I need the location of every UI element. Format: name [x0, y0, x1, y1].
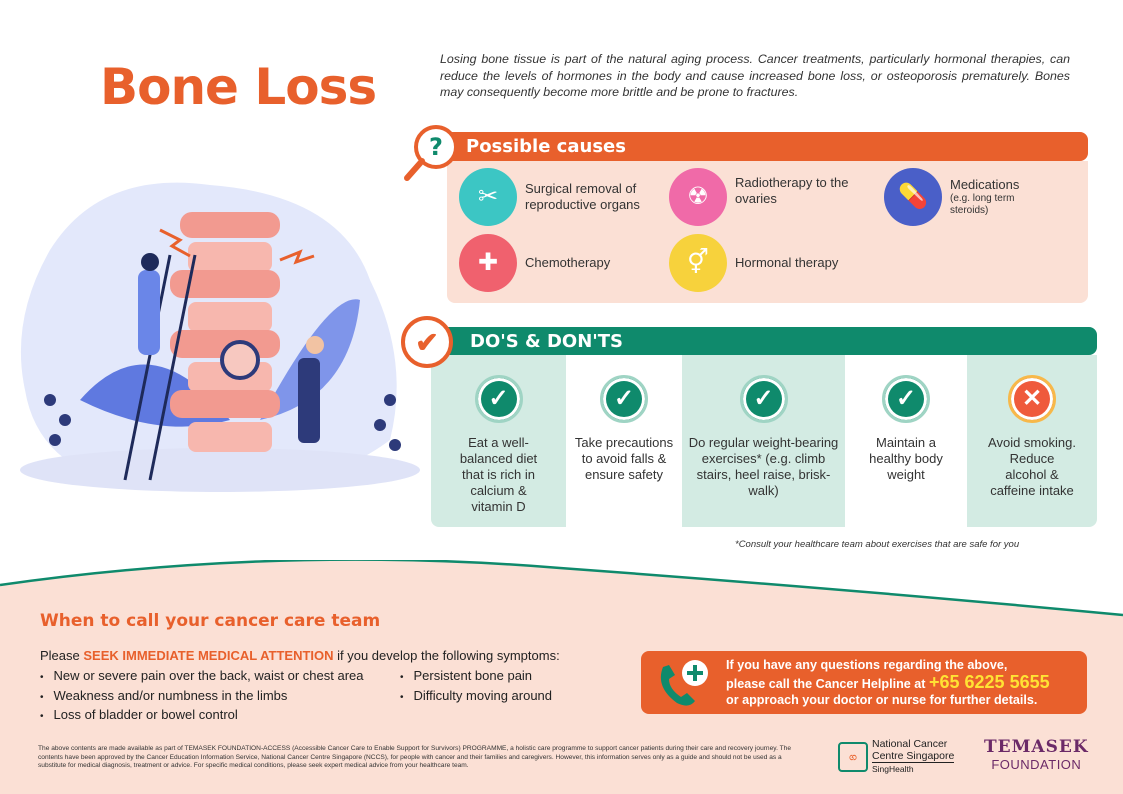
symptom-item: Weakness and/or numbness in the limbs — [40, 687, 364, 707]
wave-divider — [0, 560, 1123, 794]
iv-bag-icon: ✚ — [459, 234, 517, 292]
dos-donts-header: DO'S & DON'TS — [430, 327, 1097, 355]
helpline-callout: If you have any questions regarding the … — [641, 651, 1087, 714]
ncc-line2: Centre Singapore — [872, 750, 955, 763]
intro-emphasis: SEEK IMMEDIATE MEDICAL ATTENTION — [83, 648, 334, 663]
do-label: Take precautions to avoid falls & ensure… — [574, 435, 674, 482]
svg-text:?: ? — [429, 133, 443, 161]
spine-illustration — [20, 182, 420, 492]
tf-line1: TEMASEK — [984, 737, 1089, 757]
ncc-line3: SingHealth — [872, 764, 914, 774]
possible-causes-title: Possible causes — [466, 136, 626, 157]
cause-surgical-removal: ✂ Surgical removal of reproductive organs — [459, 168, 660, 226]
do-item: ✓ Eat a well-balanced diet that is rich i… — [431, 355, 566, 527]
check-icon: ✓ — [882, 375, 930, 423]
question-magnifier-icon: ? — [404, 125, 458, 181]
intro-pre: Please — [40, 648, 84, 663]
when-intro: Please SEEK IMMEDIATE MEDICAL ATTENTION … — [40, 648, 560, 663]
callout-line3: or approach your doctor or nurse for fur… — [726, 693, 1038, 707]
possible-causes-panel: ✂ Surgical removal of reproductive organs… — [447, 161, 1088, 303]
do-item: ✓ Maintain a healthy body weight — [845, 355, 967, 527]
when-to-call-heading: When to call your cancer care team — [40, 611, 381, 631]
symptom-item: Persistent bone pain — [400, 667, 552, 687]
symptom-item: Difficulty moving around — [400, 687, 553, 707]
dont-item: ✕ Avoid smoking. Reduce alcohol & caffein… — [967, 355, 1097, 527]
ncc-line1: National Cancer — [872, 738, 948, 750]
do-item: ✓ Take precautions to avoid falls & ensur… — [566, 355, 682, 527]
symptom-item: New or severe pain over the back, waist … — [40, 667, 364, 687]
phone-plus-icon — [660, 660, 708, 706]
do-label: Maintain a healthy body weight — [869, 435, 943, 482]
do-label: Eat a well-balanced diet that is rich in… — [459, 435, 538, 514]
hormone-vials-icon: ⚥ — [669, 234, 727, 292]
callout-line2: please call the Cancer Helpline at — [726, 676, 929, 691]
check-icon: ✓ — [600, 375, 648, 423]
do-label: Do regular weight-bearing exercises* (e.… — [688, 435, 839, 498]
possible-causes-header: Possible causes — [440, 132, 1088, 161]
vertebrae — [170, 212, 280, 452]
cause-label: Medications — [950, 177, 1020, 192]
dont-label: Avoid smoking. Reduce alcohol & caffeine… — [988, 435, 1076, 498]
cause-label: Surgical removal of reproductive organs — [525, 181, 640, 212]
intro-post: if you develop the following symptoms: — [333, 648, 560, 663]
cause-note: (e.g. long term steroids) — [950, 193, 1015, 216]
intro-text: Losing bone tissue is part of the natura… — [440, 52, 1070, 99]
pills-icon: 💊 — [884, 168, 942, 226]
symptoms-list-right: Persistent bone painDifficulty moving ar… — [400, 667, 553, 707]
checkmark-badge-icon: ✔ — [401, 316, 453, 368]
cause-label: Hormonal therapy — [735, 255, 839, 270]
radiation-icon: ☢ — [669, 168, 727, 226]
cause-hormonal-therapy: ⚥ Hormonal therapy — [669, 234, 838, 292]
surgical-tools-icon: ✂ — [459, 168, 517, 226]
nccs-logo-mark-icon: ග — [838, 741, 868, 772]
disclaimer: The above contents are made available as… — [38, 745, 791, 770]
cross-icon: ✕ — [1008, 375, 1056, 423]
check-icon: ✓ — [474, 375, 523, 423]
check-icon: ✓ — [739, 375, 788, 423]
page-title: Bone Loss — [100, 58, 377, 116]
cause-label-group: Medications(e.g. long term steroids) — [950, 177, 1040, 217]
do-item: ✓ Do regular weight-bearing exercises* (e… — [682, 355, 845, 527]
helpline-phone-number[interactable]: +65 6225 5655 — [928, 671, 1050, 692]
cause-label: Chemotherapy — [525, 255, 611, 270]
tf-line2: FOUNDATION — [991, 757, 1082, 772]
symptom-item: Loss of bladder or bowel control — [40, 706, 364, 726]
callout-line1: If you have any questions regarding the … — [726, 658, 1008, 672]
cause-label: Radiotherapy to the ovaries — [735, 175, 849, 206]
dos-donts-title: DO'S & DON'TS — [470, 330, 624, 352]
cause-chemotherapy: ✚ Chemotherapy — [459, 234, 610, 292]
symptoms-list-left: New or severe pain over the back, waist … — [40, 667, 364, 726]
cause-radiotherapy: ☢ Radiotherapy to the ovaries — [669, 168, 865, 226]
cause-medications: 💊Medications(e.g. long term steroids) — [884, 168, 1040, 226]
dos-donts-panel: ✓ Eat a well-balanced diet that is rich i… — [431, 355, 1097, 527]
exercise-footnote: *Consult your healthcare team about exer… — [735, 539, 1020, 550]
